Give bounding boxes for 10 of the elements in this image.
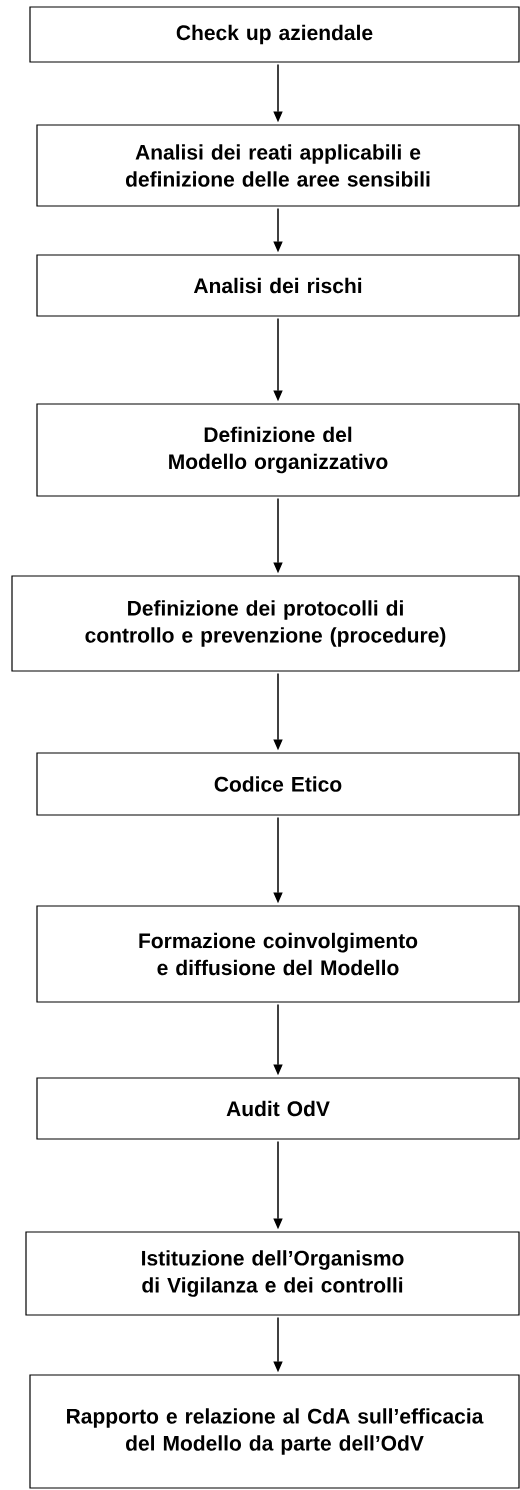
process-box: Analisi dei rischi	[36, 254, 520, 317]
process-box: Check up aziendale	[29, 6, 520, 63]
process-box: Audit OdV	[36, 1077, 520, 1140]
process-box: Rapporto e relazione al CdA sull’efficacia del Modello da parte dell’OdV	[29, 1374, 520, 1489]
process-box: Istituzione dell’Organismo di Vigilanza e dei controlli	[25, 1231, 520, 1316]
process-box: Formazione coinvolgimento e diffusione del Modello	[36, 905, 520, 1003]
process-box: Codice Etico	[36, 752, 520, 816]
process-box: Definizione del Modello organizzativo	[36, 403, 520, 497]
process-box: Analisi dei reati applicabili e definizione delle aree sensibili	[36, 124, 520, 207]
process-box: Definizione dei protocolli di controllo e prevenzione (procedure)	[11, 575, 520, 672]
